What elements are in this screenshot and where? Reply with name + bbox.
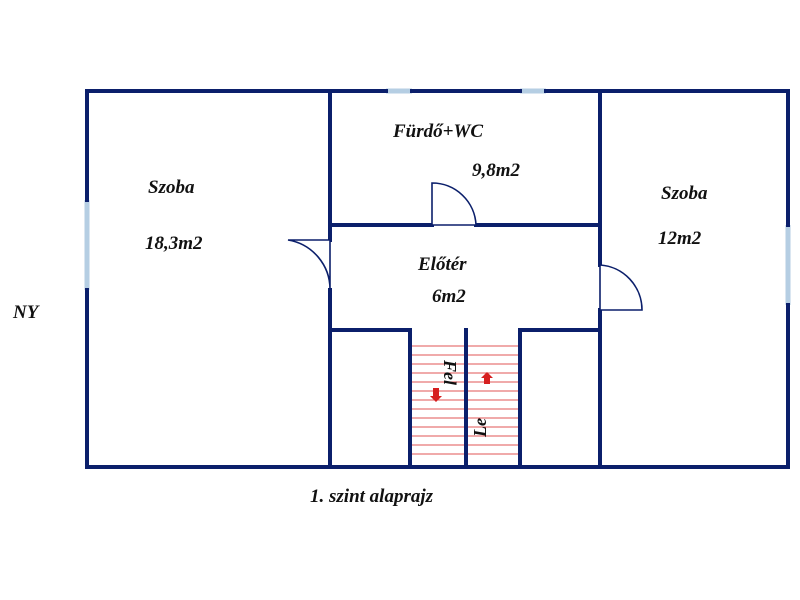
windows (84, 88, 791, 305)
room-name-furdo: Fürdő+WC (392, 121, 483, 142)
door-right-room (599, 264, 643, 311)
stair-label-le: Le (470, 418, 490, 438)
doors (287, 182, 643, 311)
arrow-down-icon (430, 388, 442, 402)
room-name-eloter: Előtér (417, 254, 467, 275)
compass-west-label: NY (12, 302, 41, 323)
room-area-furdo: 9,8m2 (472, 160, 521, 181)
walls (85, 89, 790, 469)
stair-arrows (430, 372, 493, 402)
door-bathroom (431, 182, 477, 226)
room-area-eloter: 6m2 (432, 286, 466, 307)
room-name-szoba-left: Szoba (148, 177, 195, 198)
staircase-steps (412, 345, 518, 455)
room-area-szoba-right: 12m2 (658, 228, 702, 249)
door-left-room (287, 239, 331, 291)
plan-caption: 1. szint alaprajz (310, 486, 434, 507)
stair-label-fel: Fel (440, 359, 460, 385)
room-name-szoba-right: Szoba (661, 183, 708, 204)
arrow-up-icon (481, 372, 493, 384)
room-area-szoba-left: 18,3m2 (145, 233, 203, 254)
